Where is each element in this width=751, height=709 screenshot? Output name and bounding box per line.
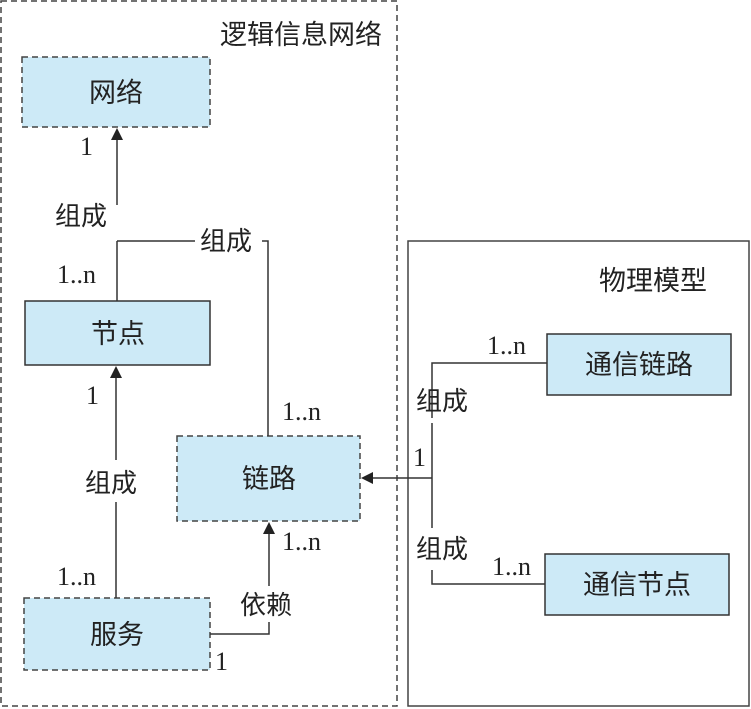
mult-link-1n-bottom: 1..n <box>282 527 321 556</box>
label-node-to-network: 组成 <box>55 202 107 232</box>
mult-service-1: 1 <box>215 647 228 676</box>
physical-model-title: 物理模型 <box>599 266 707 297</box>
label-comm-node-compose: 组成 <box>416 535 468 565</box>
box-comm-link[interactable]: 通信链路 <box>546 333 732 396</box>
mult-comm-node-1n: 1..n <box>492 552 531 581</box>
mult-comm-link-1n: 1..n <box>487 331 526 360</box>
mult-link-1n-top: 1..n <box>282 397 321 426</box>
box-network-label: 网络 <box>89 78 143 109</box>
mult-node-1: 1 <box>86 381 99 410</box>
mult-service-1n: 1..n <box>57 562 96 591</box>
box-link[interactable]: 链路 <box>176 435 361 522</box>
edge-node-to-network <box>111 128 195 301</box>
label-link-to-network: 组成 <box>200 227 252 257</box>
box-node-label: 节点 <box>91 319 145 350</box>
box-network[interactable]: 网络 <box>21 56 211 128</box>
edge-service-to-link <box>210 522 275 635</box>
box-comm-node-label: 通信节点 <box>583 570 691 601</box>
mult-network-1: 1 <box>80 132 93 161</box>
box-comm-node[interactable]: 通信节点 <box>544 553 730 616</box>
mult-node-1n: 1..n <box>57 260 96 289</box>
mult-physical-1: 1 <box>413 443 426 472</box>
box-node[interactable]: 节点 <box>24 300 211 366</box>
box-comm-link-label: 通信链路 <box>585 350 693 381</box>
box-service-label: 服务 <box>90 620 144 651</box>
edge-physical-to-link <box>361 362 547 585</box>
physical-model-container <box>407 240 750 707</box>
label-service-to-node: 组成 <box>85 469 137 499</box>
box-service[interactable]: 服务 <box>23 597 211 671</box>
logical-network-title: 逻辑信息网络 <box>220 20 382 51</box>
label-service-to-link: 依赖 <box>240 591 292 621</box>
edge-link-to-network <box>262 240 269 436</box>
box-link-label: 链路 <box>242 464 296 495</box>
label-comm-link-compose: 组成 <box>416 387 468 417</box>
